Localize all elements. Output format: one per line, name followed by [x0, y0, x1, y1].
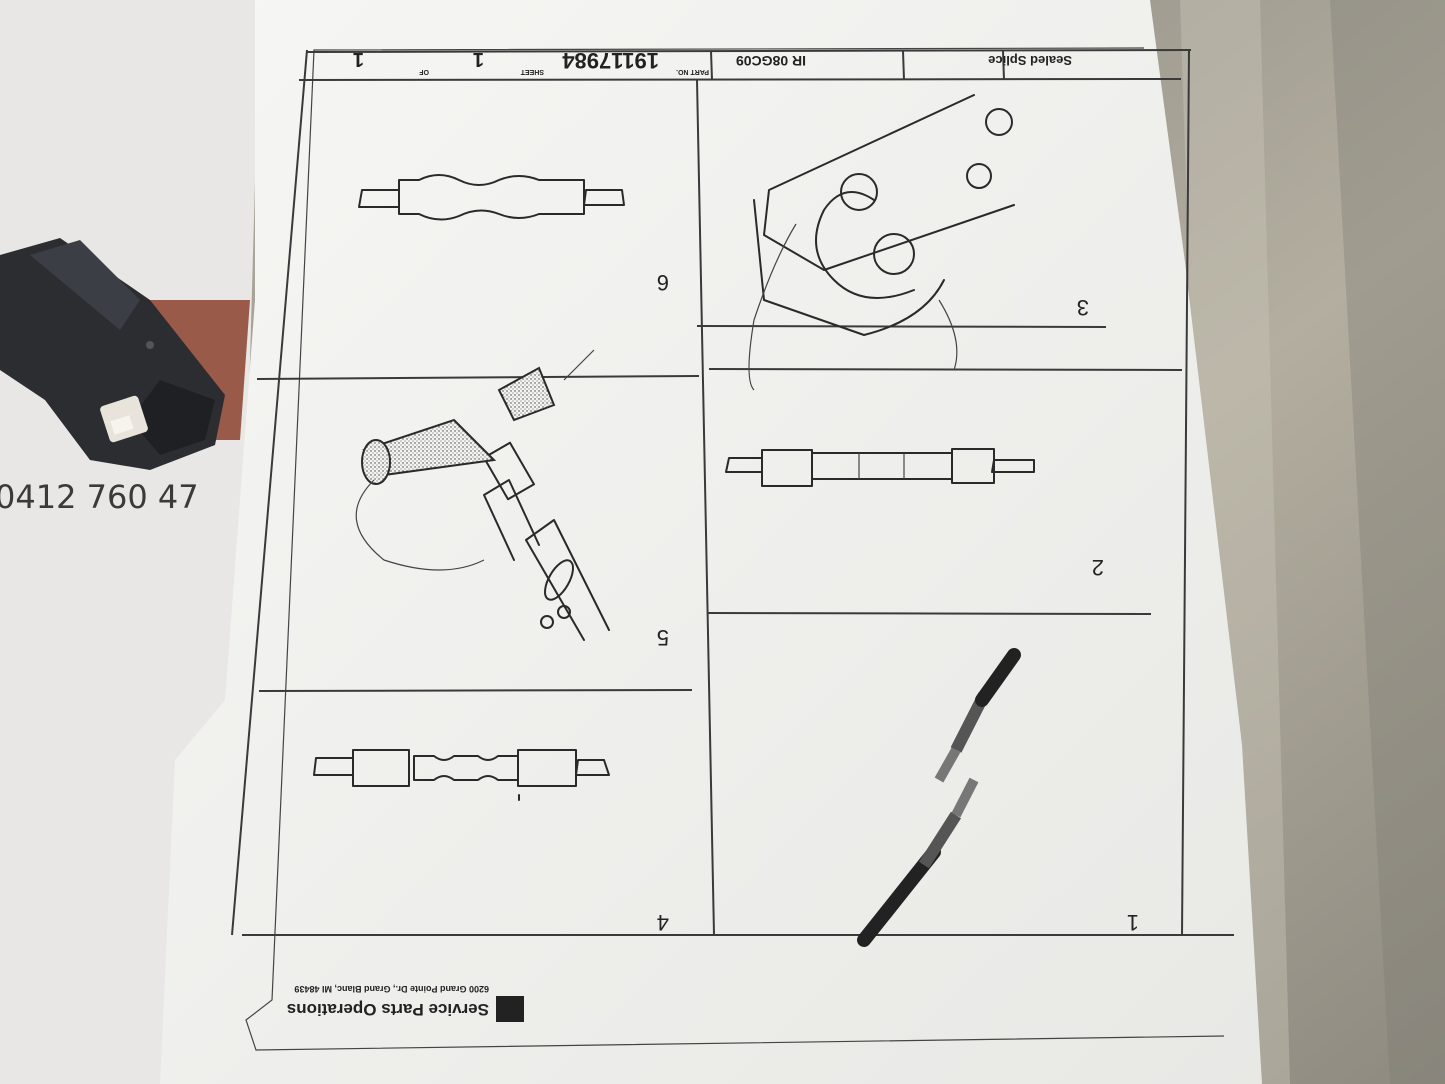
sheet-title: Sealed Splice [988, 53, 1072, 68]
panel-6-label: 6 [657, 270, 669, 295]
panel-1: 1 [857, 648, 1139, 947]
panel-2-label: 2 [1092, 555, 1104, 580]
panel-3-label: 3 [1077, 295, 1089, 320]
doc-frame [231, 47, 1234, 1051]
part-number: 19117984 [562, 48, 659, 73]
panel-5: 5 [355, 349, 669, 650]
sheet-number: 1 [473, 48, 484, 70]
panel-6: 6 [358, 174, 669, 295]
panel-2: 2 [725, 448, 1104, 580]
panel-5-label: 5 [657, 625, 669, 650]
footer-company: Service Parts Operations [287, 1000, 489, 1019]
panel-4-label: 4 [657, 910, 669, 935]
panel-1-label: 1 [1127, 910, 1139, 935]
instruction-sheet [160, 0, 1262, 1084]
doc-code: IR 08GC09 [736, 53, 806, 69]
phone-text: 0412 760 47 [0, 478, 199, 516]
sealed-splice-icon [358, 174, 625, 221]
splice-sleeve-icon [725, 448, 1035, 487]
part-no-label: PART NO. [676, 68, 709, 75]
crimped-splice-icon [313, 749, 610, 801]
gm-logo-text: GM [499, 1000, 520, 1015]
gm-logo: GM [496, 996, 524, 1022]
heat-gun-icon [355, 349, 610, 641]
footer-address: 6200 Grand Pointe Dr., Grand Blanc, MI 4… [294, 984, 489, 994]
sheet-label: SHEET [520, 68, 544, 75]
panel-4: 4 [313, 749, 669, 935]
of-label: OF [419, 68, 429, 75]
panel-3: 3 [748, 94, 1089, 391]
crimp-tool-icon [748, 94, 1015, 391]
connector-photo [0, 238, 225, 470]
wire-strip-icon [857, 648, 1021, 947]
steel-shadow [1330, 0, 1445, 1084]
sheet-total: 1 [353, 48, 364, 70]
